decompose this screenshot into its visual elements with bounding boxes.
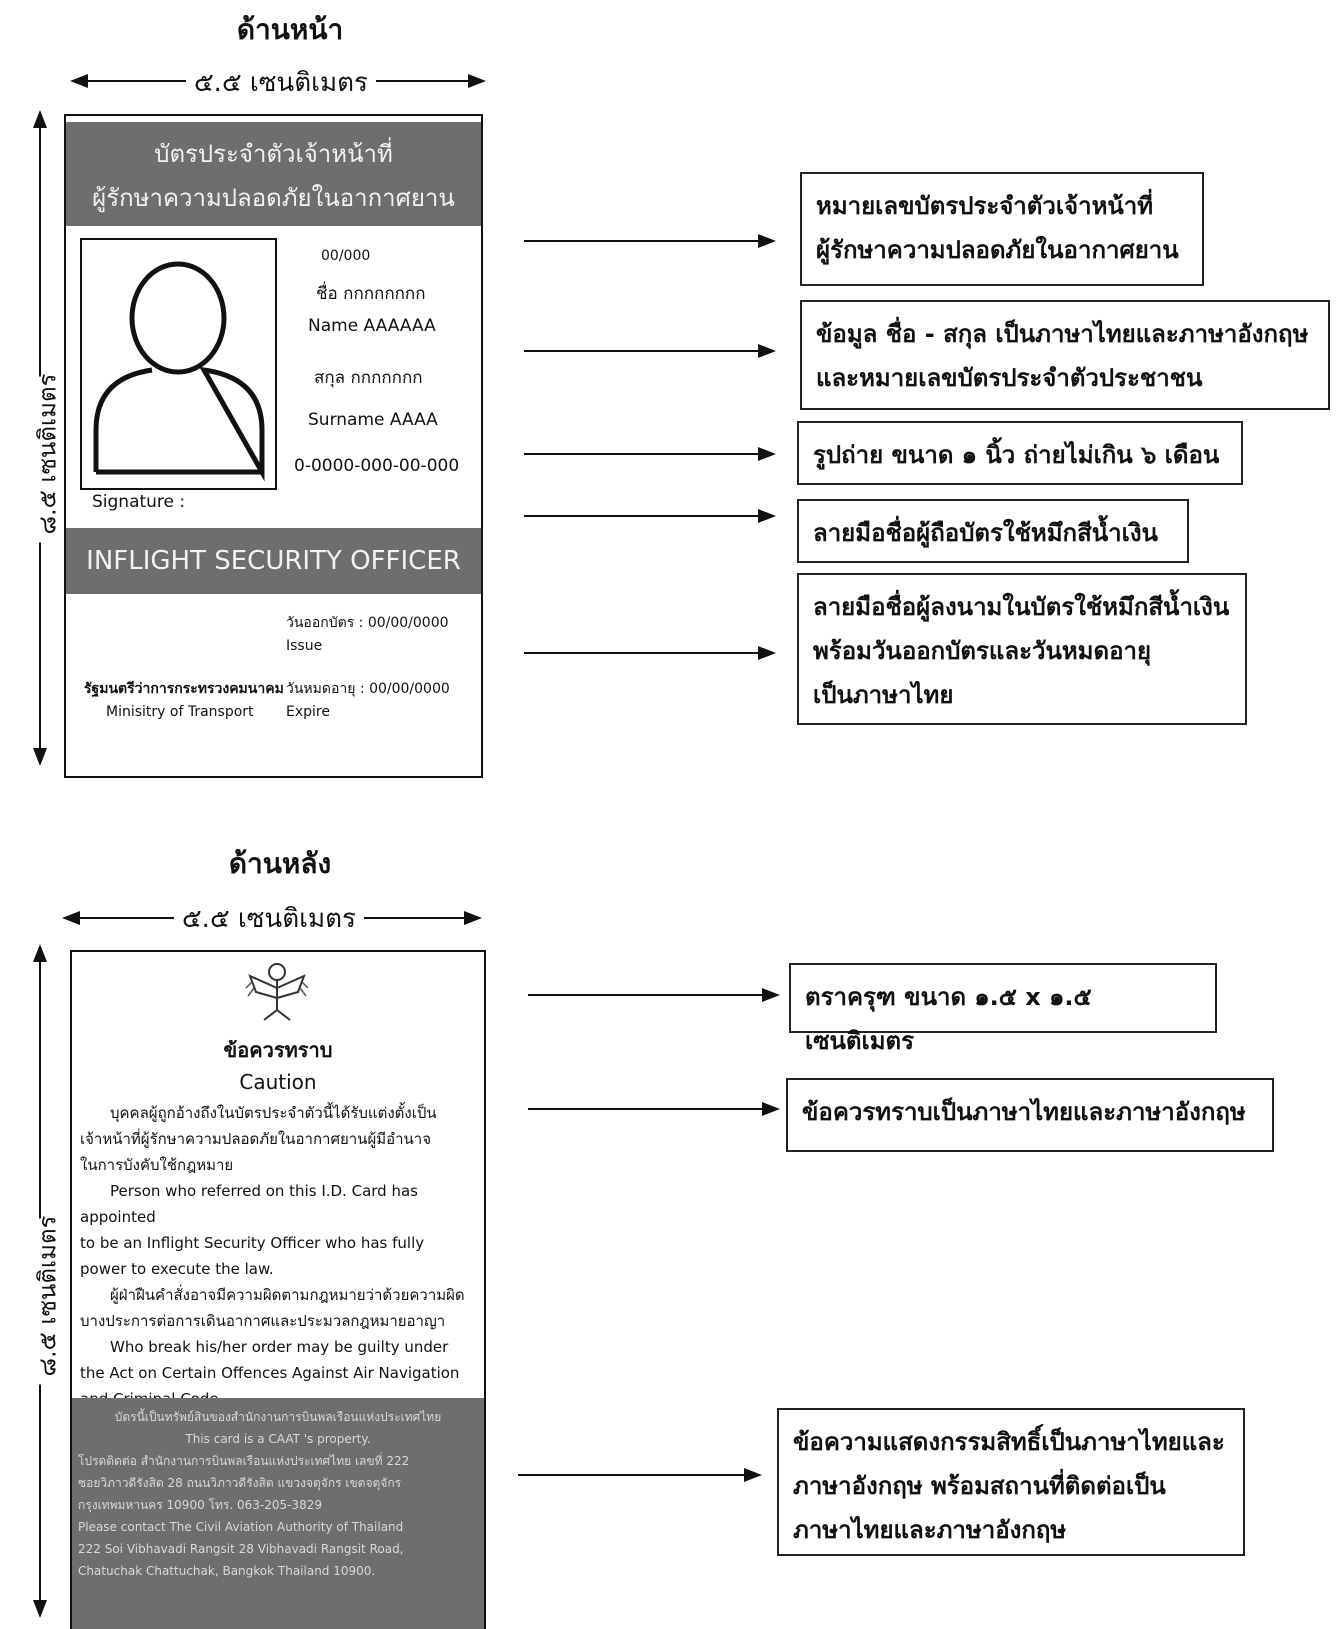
officer-band-text: INFLIGHT SECURITY OFFICER [86, 546, 461, 576]
garuda-emblem-icon [245, 963, 309, 1021]
citizen-id-number: 0-0000-000-00-000 [294, 456, 460, 476]
expire-label-english: Expire [286, 704, 330, 720]
card-number: 00/000 [321, 248, 371, 264]
name-english: Name AAAAAA [308, 316, 436, 336]
arrow-right-icon [758, 509, 776, 523]
expire-date-thai: วันหมดอายุ : 00/00/0000 [286, 681, 450, 697]
front-width-label: ๕.๕ เซนติเมตร [186, 62, 376, 103]
front-height-label: ๘.๕ เซนติเมตร [27, 374, 67, 543]
signature-label: Signature : [92, 492, 186, 512]
person-silhouette-icon [93, 261, 265, 482]
card-title-line1: บัตรประจำตัวเจ้าหน้าที่ [154, 140, 393, 168]
note-holder-signature: ลายมือชื่อผู้ถือบัตรใช้หมึกสีน้ำเงิน [797, 499, 1189, 563]
arrow-right-icon [758, 447, 776, 461]
id-card-front: บัตรประจำตัวเจ้าหน้าที่ ผู้รักษาความปลอด… [64, 114, 483, 778]
arrow-right-icon [762, 1102, 780, 1116]
arrow-right-icon [758, 344, 776, 358]
front-heading: ด้านหน้า [236, 13, 344, 46]
name-thai: ชื่อ กกกกกกกก [316, 284, 426, 304]
surname-thai: สกุล กกกกกกก [314, 368, 423, 388]
issue-label-english: Issue [286, 638, 323, 654]
card-title-line2: ผู้รักษาความปลอดภัยในอากาศยาน [92, 184, 455, 212]
note-ownership: ข้อความแสดงกรรมสิทธิ์เป็นภาษาไทยและ ภาษา… [777, 1408, 1245, 1556]
arrow-right-icon [744, 1468, 762, 1482]
back-width-label: ๕.๕ เซนติเมตร [174, 898, 364, 939]
arrow-right-icon [762, 988, 780, 1002]
caution-heading-thai: ข้อควรทราบ [223, 1038, 333, 1062]
ownership-band: บัตรนี้เป็นทรัพย์สินของสำนักงานการบินพลเ… [72, 1398, 484, 1629]
note-signer-dates: ลายมือชื่อผู้ลงนามในบัตรใช้หมึกสีน้ำเงิน… [797, 573, 1247, 725]
minister-title-thai: รัฐมนตรีว่าการกระทรวงคมนาคม [84, 681, 284, 697]
note-garuda: ตราครุฑ ขนาด ๑.๕ x ๑.๕ เซนติเมตร [789, 963, 1217, 1055]
note-name-info: ข้อมูล ชื่อ - สกุล เป็นภาษาไทยและภาษาอัง… [800, 300, 1330, 410]
note-card-number: หมายเลขบัตรประจำตัวเจ้าหน้าที่ ผู้รักษาค… [800, 172, 1204, 286]
card-title-band: บัตรประจำตัวเจ้าหน้าที่ ผู้รักษาความปลอด… [66, 116, 481, 226]
back-heading: ด้านหลัง [228, 847, 332, 880]
issue-date-thai: วันออกบัตร : 00/00/0000 [286, 615, 449, 631]
note-photo: รูปถ่าย ขนาด ๑ นิ้ว ถ่ายไม่เกิน ๖ เดือน [797, 421, 1243, 485]
note-caution-languages: ข้อควรทราบเป็นภาษาไทยและภาษาอังกฤษ [786, 1078, 1274, 1152]
officer-band: INFLIGHT SECURITY OFFICER [66, 528, 481, 594]
ministry-english: Minisitry of Transport [106, 704, 254, 720]
caution-text: บุคคลผู้ถูกอ้างถึงในบัตรประจำตัวนี้ได้รั… [80, 1104, 465, 1408]
id-card-back: ข้อควรทราบ Caution บุคคลผู้ถูกอ้างถึงในบ… [70, 950, 486, 1629]
arrow-right-icon [758, 646, 776, 660]
surname-english: Surname AAAA [308, 410, 438, 430]
caution-heading-english: Caution [239, 1070, 317, 1094]
arrow-right-icon [758, 234, 776, 248]
photo-placeholder [80, 238, 277, 490]
back-height-label: ๘.๕ เซนติเมตร [27, 1216, 67, 1385]
